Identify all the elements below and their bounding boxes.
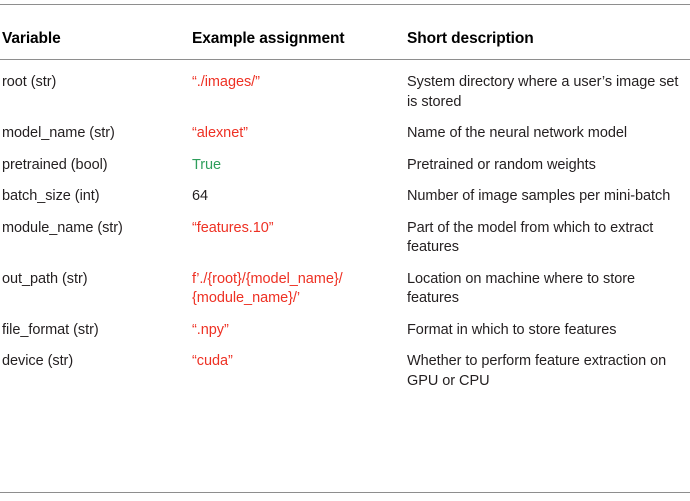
table-row: module_name (str) “features.10” Part of … [0, 213, 690, 264]
value-string: “cuda” [192, 353, 233, 369]
cell-example: “cuda” [192, 346, 407, 403]
cell-example: “features.10” [192, 213, 407, 264]
table-row: batch_size (int) 64 Number of image samp… [0, 181, 690, 213]
cell-variable: root (str) [2, 74, 57, 90]
table-row: root (str) “./images/” System directory … [0, 60, 690, 119]
cell-variable: model_name (str) [2, 125, 115, 141]
table-row: model_name (str) “alexnet” Name of the n… [0, 118, 690, 150]
column-header-example: Example assignment [192, 0, 407, 60]
table-row: device (str) “cuda” Whether to perform f… [0, 346, 690, 403]
table-header-row: Variable Example assignment Short descri… [0, 0, 690, 60]
cell-description: Format in which to store features [407, 321, 617, 338]
table-row: file_format (str) “.npy” Format in which… [0, 315, 690, 347]
value-string: “alexnet” [192, 125, 248, 141]
table-body: root (str) “./images/” System directory … [0, 60, 690, 404]
table-bottom-rule [0, 492, 690, 493]
value-string-line-1: f’./{root}/{model_name}/ [192, 270, 343, 287]
value-string-fstring: f’./{root}/{model_name}/ {module_name}/’ [192, 270, 397, 309]
value-string: “./images/” [192, 74, 260, 90]
cell-example: “.npy” [192, 315, 407, 347]
table-row: out_path (str) f’./{root}/{model_name}/ {… [0, 264, 690, 315]
cell-description: Whether to perform feature extraction on… [407, 353, 667, 389]
value-boolean: True [192, 156, 222, 173]
cell-example: “alexnet” [192, 118, 407, 150]
cell-variable: out_path (str) [2, 270, 88, 287]
value-string: “features.10” [192, 219, 274, 236]
cell-example: f’./{root}/{model_name}/ {module_name}/’ [192, 264, 407, 315]
cell-example: “./images/” [192, 60, 407, 119]
table-top-rule [0, 4, 690, 5]
cell-variable: device (str) [2, 353, 74, 369]
cell-description: System directory where a user’s image se… [407, 74, 679, 110]
cell-description: Location on machine where to store featu… [407, 270, 636, 307]
cell-variable: batch_size (int) [2, 188, 100, 204]
value-string: “.npy” [192, 321, 229, 338]
value-number: 64 [192, 188, 209, 204]
cell-variable: pretrained (bool) [2, 156, 108, 173]
cell-example: True [192, 150, 407, 182]
parameter-table: Variable Example assignment Short descri… [0, 0, 690, 404]
cell-example: 64 [192, 181, 407, 213]
table-row: pretrained (bool) True Pretrained or ran… [0, 150, 690, 182]
cell-description: Part of the model from which to extract … [407, 219, 654, 256]
column-header-variable: Variable [0, 0, 192, 60]
cell-description: Pretrained or random weights [407, 156, 596, 173]
cell-variable: module_name (str) [2, 219, 123, 236]
cell-variable: file_format (str) [2, 321, 99, 338]
cell-description: Number of image samples per mini-batch [407, 188, 671, 204]
cell-description: Name of the neural network model [407, 125, 628, 141]
table-header: Variable Example assignment Short descri… [0, 0, 690, 60]
value-string-line-2: {module_name}/’ [192, 290, 301, 306]
column-header-description: Short description [407, 0, 690, 60]
